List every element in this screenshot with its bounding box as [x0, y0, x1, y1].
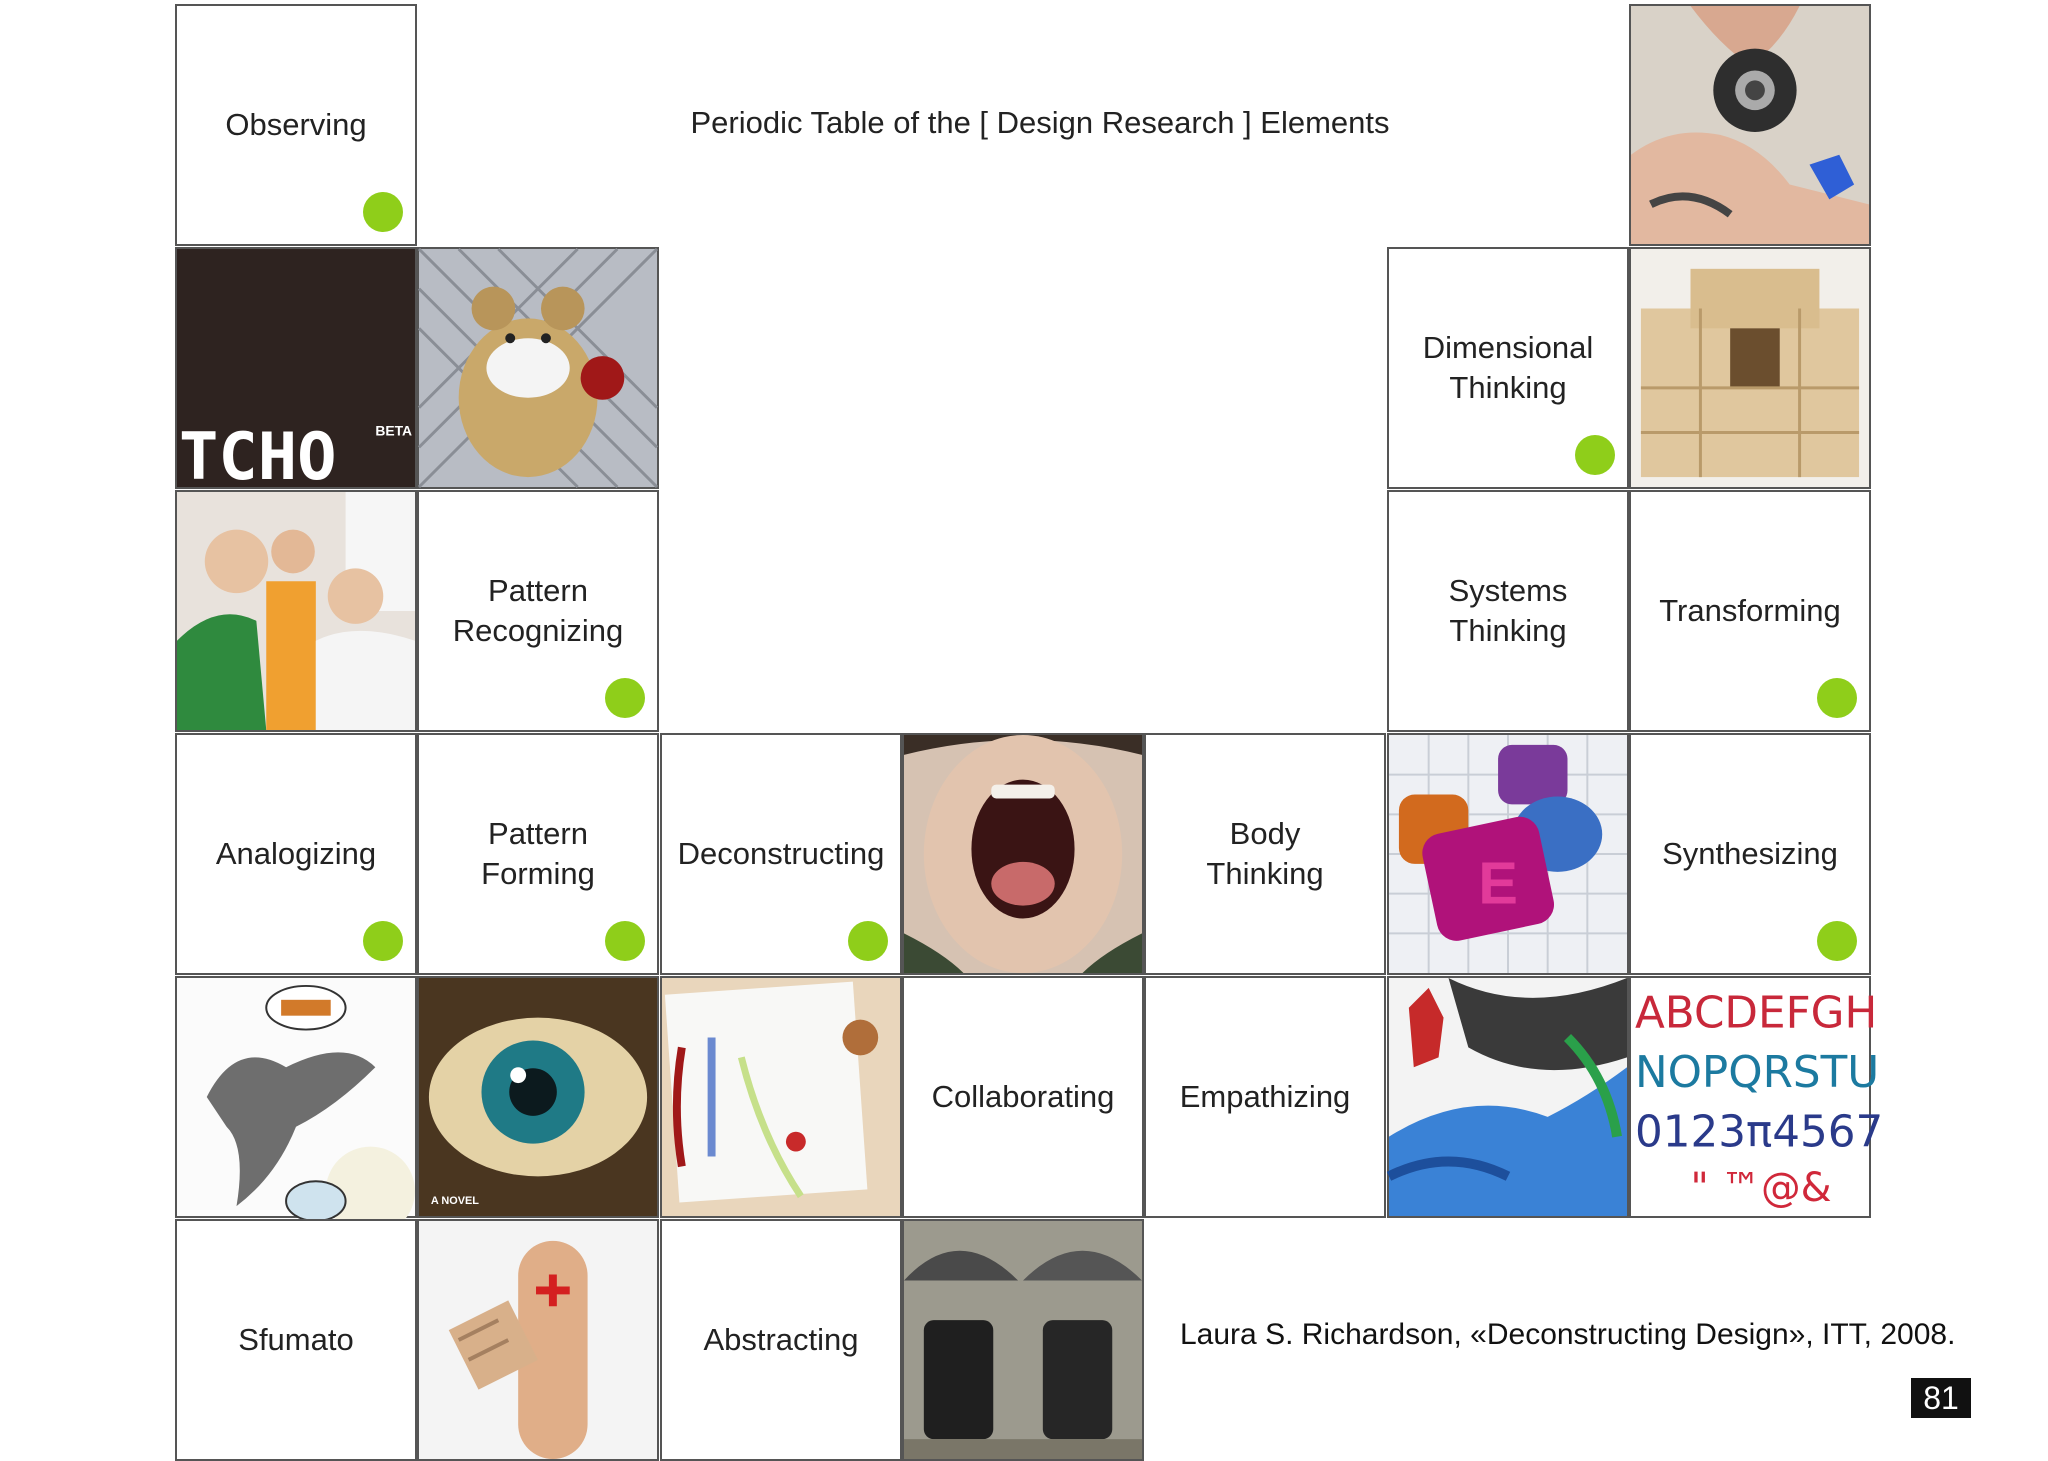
photo-teddy-bear-mask [417, 247, 659, 489]
svg-text:BETA: BETA [375, 422, 412, 438]
svg-text:NOPQRSTU: NOPQRSTU [1635, 1048, 1879, 1098]
element-label: Transforming [1659, 593, 1841, 628]
element-label: Pattern Forming [481, 816, 595, 891]
umbrellas-image [904, 1221, 1142, 1459]
green-dot-icon [605, 678, 645, 718]
element-transforming: Transforming [1629, 490, 1871, 732]
gel-tiles-image: E [1389, 735, 1627, 973]
photo-people-laughing [175, 490, 417, 732]
page-title: Periodic Table of the [ Design Research … [690, 105, 1390, 140]
typography-alphabet: ABCDEFGH NOPQRSTU 0123π4567 " ™@& [1629, 976, 1883, 1218]
hands-gadget-image [1631, 6, 1869, 244]
element-label: Pattern Recognizing [452, 573, 624, 648]
photo-eye-closeup: A NOVEL [417, 976, 659, 1218]
green-dot-icon [363, 192, 403, 232]
element-label: Deconstructing [677, 836, 885, 871]
alphabet-image: ABCDEFGH NOPQRSTU 0123π4567 " ™@& [1631, 978, 1883, 1216]
screaming-face-image [904, 735, 1142, 973]
page-number: 81 [1911, 1378, 1971, 1418]
teddy-bear-image [417, 247, 659, 489]
element-pattern-forming: Pattern Forming [417, 733, 659, 975]
tcho-logo-image: TCHO BETA [177, 249, 415, 495]
illustration-bone-figure [175, 976, 417, 1236]
element-label: Observing [225, 107, 367, 142]
element-pattern-recognizing: Pattern Recognizing [417, 490, 659, 732]
photo-screaming-face [902, 733, 1144, 975]
element-label: Analogizing [215, 836, 377, 871]
green-dot-icon [848, 921, 888, 961]
element-label: Empathizing [1179, 1079, 1351, 1114]
svg-text:0123π4567: 0123π4567 [1635, 1108, 1883, 1158]
element-label: Abstracting [703, 1322, 859, 1357]
svg-text:" ™@&: " ™@& [1691, 1165, 1832, 1211]
photo-paper-sketch [660, 976, 902, 1218]
element-analogizing: Analogizing [175, 733, 417, 975]
svg-text:TCHO: TCHO [179, 419, 337, 495]
element-sfumato: Sfumato [175, 1219, 417, 1461]
green-dot-icon [1817, 921, 1857, 961]
green-dot-icon [605, 921, 645, 961]
element-collaborating: Collaborating [902, 976, 1144, 1218]
painting-blue-water [1386, 976, 1629, 1218]
photo-gel-tiles: E [1387, 733, 1629, 975]
green-dot-icon [1575, 435, 1615, 475]
element-label: Collaborating [931, 1079, 1115, 1114]
wooden-blocks-image [1631, 249, 1869, 487]
photo-wooden-blocks [1629, 247, 1871, 489]
bone-figure-image [177, 978, 415, 1236]
citation-credit: Laura S. Richardson, «Deconstructing Des… [1180, 1318, 1956, 1351]
element-label: Systems Thinking [1448, 573, 1568, 648]
photo-bandaged-finger [417, 1219, 659, 1461]
paper-sketch-image [662, 978, 900, 1216]
photo-umbrellas [902, 1219, 1144, 1461]
eye-closeup-image: A NOVEL [419, 978, 657, 1216]
element-abstracting: Abstracting [660, 1219, 902, 1461]
element-systems-thinking: Systems Thinking [1387, 490, 1629, 732]
element-label: Dimensional Thinking [1422, 330, 1594, 405]
svg-text:A NOVEL: A NOVEL [431, 1195, 479, 1207]
blue-water-painting-image [1386, 978, 1627, 1216]
people-laughing-image [177, 492, 415, 730]
photo-hands-gadget [1629, 4, 1871, 246]
element-observing: Observing [175, 4, 417, 246]
element-dimensional-thinking: Dimensional Thinking [1387, 247, 1629, 489]
element-synthesizing: Synthesizing [1629, 733, 1871, 975]
green-dot-icon [1817, 678, 1857, 718]
element-label: Body Thinking [1206, 816, 1324, 891]
element-body-thinking: Body Thinking [1144, 733, 1386, 975]
element-empathizing: Empathizing [1144, 976, 1386, 1218]
svg-text:E: E [1478, 850, 1518, 917]
svg-text:ABCDEFGH: ABCDEFGH [1635, 989, 1877, 1039]
element-label: Synthesizing [1662, 836, 1838, 871]
bandaged-finger-image [419, 1221, 657, 1459]
element-label: Sfumato [238, 1322, 354, 1357]
element-deconstructing: Deconstructing [660, 733, 902, 975]
green-dot-icon [363, 921, 403, 961]
tcho-logo-tile: TCHO BETA [175, 247, 417, 495]
